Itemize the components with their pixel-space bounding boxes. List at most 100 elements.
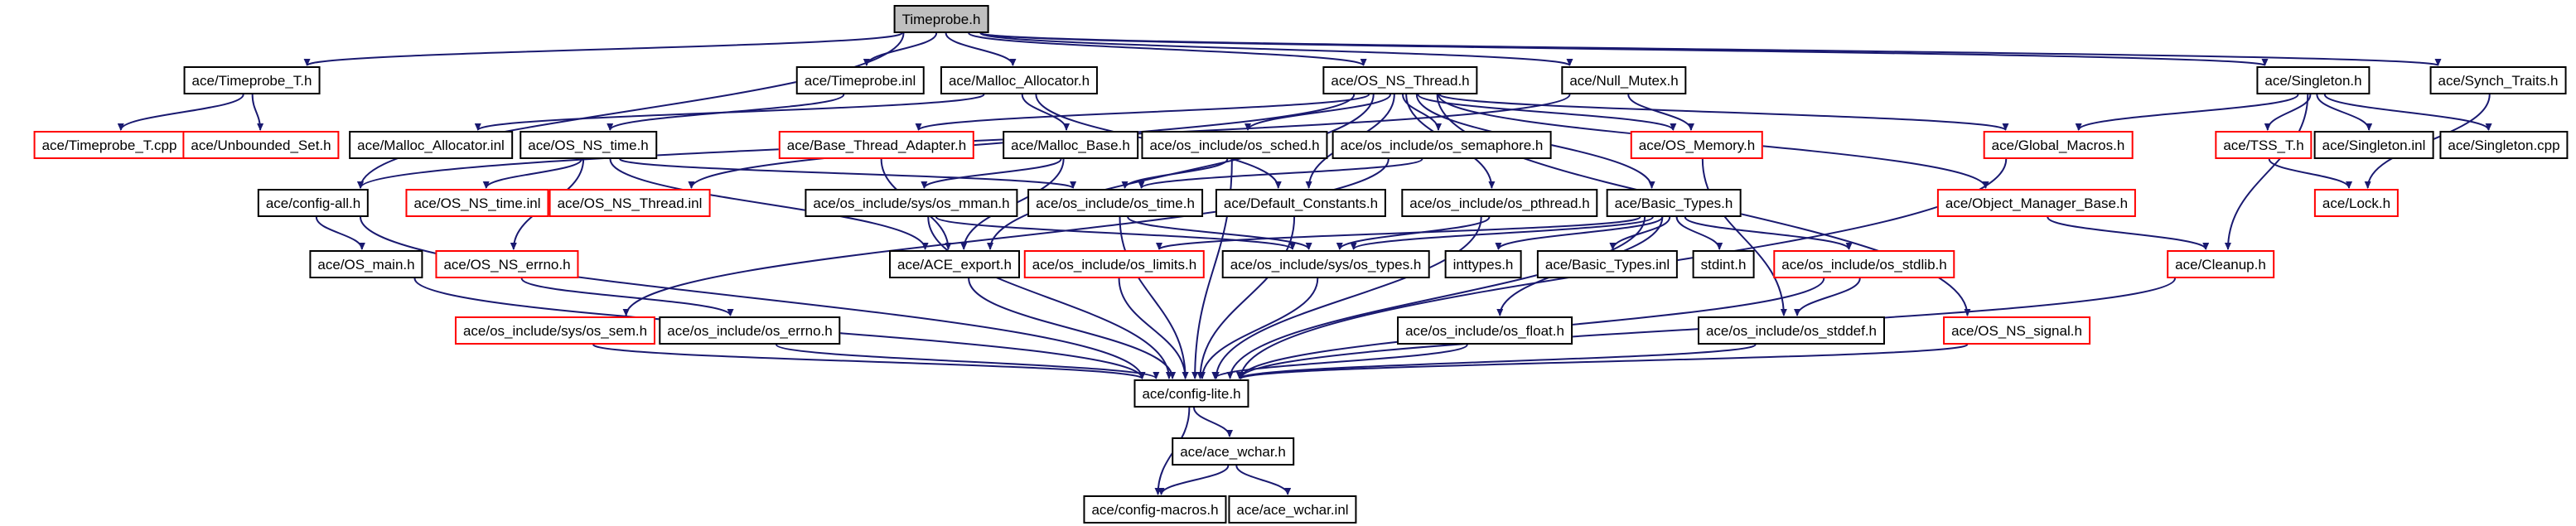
graph-edge-os_sched_h-to-os_time_h: [1121, 158, 1229, 189]
graph-node-label: ace/OS_NS_Thread.inl: [557, 195, 703, 211]
graph-node-lock_h[interactable]: ace/Lock.h: [2313, 189, 2400, 217]
graph-edge-os_semaphore_h-to-sys_os_sem_h: [622, 158, 1389, 316]
graph-node-os_main_h[interactable]: ace/OS_main.h: [309, 250, 423, 278]
graph-node-timeprobe_t_h[interactable]: ace/Timeprobe_T.h: [183, 66, 321, 94]
graph-node-os_ns_signal_h[interactable]: ace/OS_NS_signal.h: [1943, 316, 2090, 345]
graph-node-config_all_h[interactable]: ace/config-all.h: [257, 189, 370, 217]
graph-edge-config_all_h-to-os_main_h: [315, 216, 365, 250]
graph-edge-basic_types_h-to-inttypes_h: [1495, 216, 1664, 250]
graph-edge-basic_types_h-to-os_stdlib_h: [1684, 216, 1853, 250]
graph-node-basic_types_h[interactable]: ace/Basic_Types.h: [1606, 189, 1742, 217]
graph-edge-os_stddef_h-to-config_lite_h: [1236, 344, 1757, 379]
graph-node-label: ace/OS_NS_signal.h: [1951, 322, 2082, 339]
graph-node-malloc_allocator_h[interactable]: ace/Malloc_Allocator.h: [940, 66, 1099, 94]
graph-node-label: ace/os_include/os_float.h: [1405, 322, 1564, 339]
graph-node-basic_types_inl[interactable]: ace/Basic_Types.inl: [1536, 250, 1679, 278]
graph-node-label: ace/OS_NS_errno.h: [443, 256, 571, 273]
graph-edge-basic_types_h-to-config_lite_h: [1226, 216, 1646, 379]
graph-edge-os_float_h-to-config_lite_h: [1211, 344, 1468, 379]
graph-node-label: ace/OS_Memory.h: [1638, 137, 1756, 153]
graph-node-label: ace/Singleton.inl: [2322, 137, 2426, 153]
graph-node-label: ace/os_include/os_time.h: [1036, 195, 1195, 211]
graph-node-malloc_allocator_inl[interactable]: ace/Malloc_Allocator.inl: [349, 131, 513, 159]
graph-node-malloc_base_h[interactable]: ace/Malloc_Base.h: [1003, 131, 1138, 159]
graph-node-label: ace/os_include/sys/os_mman.h: [813, 195, 1010, 211]
graph-node-os_stddef_h[interactable]: ace/os_include/os_stddef.h: [1697, 316, 1886, 345]
graph-node-os_ns_thread_inl[interactable]: ace/OS_NS_Thread.inl: [549, 189, 711, 217]
graph-node-timeprobe_inl[interactable]: ace/Timeprobe.inl: [795, 66, 925, 94]
graph-edge-sys_os_types_h-to-config_lite_h: [1198, 277, 1319, 379]
graph-node-unbounded_set_h[interactable]: ace/Unbounded_Set.h: [182, 131, 340, 159]
graph-node-label: ace/OS_NS_Thread.h: [1331, 72, 1470, 89]
graph-edge-timeprobe_h-to-null_mutex_h: [979, 32, 1573, 66]
graph-node-os_ns_thread_h[interactable]: ace/OS_NS_Thread.h: [1322, 66, 1478, 94]
graph-node-sys_os_sem_h[interactable]: ace/os_include/sys/os_sem.h: [454, 316, 656, 345]
graph-node-singleton_h[interactable]: ace/Singleton.h: [2256, 66, 2371, 94]
graph-edge-os_errno_h-to-config_lite_h: [775, 344, 1160, 379]
graph-node-config_lite_h[interactable]: ace/config-lite.h: [1133, 379, 1249, 408]
graph-node-sys_os_mman_h[interactable]: ace/os_include/sys/os_mman.h: [805, 189, 1018, 217]
graph-node-synch_traits_h[interactable]: ace/Synch_Traits.h: [2429, 66, 2567, 94]
graph-node-cleanup_h[interactable]: ace/Cleanup.h: [2167, 250, 2274, 278]
graph-node-ace_wchar_h[interactable]: ace/ace_wchar.h: [1172, 437, 1294, 466]
graph-edge-timeprobe_h-to-timeprobe_t_h: [303, 32, 903, 66]
graph-node-inttypes_h[interactable]: inttypes.h: [1444, 250, 1522, 278]
graph-node-ace_export_h[interactable]: ace/ACE_export.h: [889, 250, 1020, 278]
graph-node-stdint_h[interactable]: stdint.h: [1692, 250, 1755, 278]
graph-node-os_ns_errno_h[interactable]: ace/OS_NS_errno.h: [435, 250, 579, 278]
graph-node-label: ace/Malloc_Allocator.h: [948, 72, 1090, 89]
graph-node-sys_os_types_h[interactable]: ace/os_include/sys/os_types.h: [1221, 250, 1430, 278]
graph-node-os_errno_h[interactable]: ace/os_include/os_errno.h: [659, 316, 841, 345]
graph-node-default_constants_h[interactable]: ace/Default_Constants.h: [1215, 189, 1387, 217]
graph-edge-config_all_h-to-config_lite_h: [360, 216, 1146, 379]
graph-node-label: ace/os_include/os_semaphore.h: [1340, 137, 1544, 153]
graph-edge-os_ns_time_h-to-ace_export_h: [609, 158, 929, 250]
graph-node-os_time_h[interactable]: ace/os_include/os_time.h: [1027, 189, 1203, 217]
graph-node-label: ace/Basic_Types.h: [1614, 195, 1733, 211]
graph-node-singleton_inl[interactable]: ace/Singleton.inl: [2313, 131, 2434, 159]
graph-node-os_sched_h[interactable]: ace/os_include/os_sched.h: [1141, 131, 1328, 159]
graph-node-timeprobe_h[interactable]: Timeprobe.h: [893, 5, 989, 33]
graph-node-tss_t_h[interactable]: ace/TSS_T.h: [2215, 131, 2313, 159]
graph-edge-malloc_allocator_h-to-malloc_allocator_inl: [475, 94, 985, 131]
graph-node-label: ace/ace_wchar.h: [1180, 443, 1286, 460]
graph-node-timeprobe_t_cpp[interactable]: ace/Timeprobe_T.cpp: [33, 131, 186, 159]
graph-node-ace_wchar_inl[interactable]: ace/ace_wchar.inl: [1228, 495, 1357, 524]
graph-edge-os_ns_thread_h-to-os_memory_h: [1417, 94, 1677, 131]
graph-node-label: ace/os_include/os_pthread.h: [1409, 195, 1590, 211]
graph-edge-sys_os_mman_h-to-config_lite_h: [927, 216, 1172, 379]
graph-node-os_ns_time_h[interactable]: ace/OS_NS_time.h: [520, 131, 657, 159]
graph-edge-null_mutex_h-to-os_memory_h: [1627, 94, 1694, 131]
graph-edge-singleton_h-to-tss_t_h: [2264, 94, 2312, 131]
graph-edge-ace_wchar_h-to-ace_wchar_inl: [1235, 465, 1292, 495]
graph-edge-timeprobe_h-to-config_all_h: [357, 32, 905, 189]
graph-node-os_limits_h[interactable]: ace/os_include/os_limits.h: [1023, 250, 1206, 278]
graph-node-base_thread_adapter_h[interactable]: ace/Base_Thread_Adapter.h: [778, 131, 975, 159]
graph-node-singleton_cpp[interactable]: ace/Singleton.cpp: [2439, 131, 2569, 159]
graph-node-label: ace/config-lite.h: [1142, 385, 1241, 402]
graph-edge-object_manager_base_h-to-cleanup_h: [2047, 216, 2210, 250]
graph-edge-config_lite_h-to-ace_wchar_h: [1193, 407, 1233, 437]
graph-edge-basic_types_h-to-os_limits_h: [1156, 216, 1641, 250]
graph-node-object_manager_base_h[interactable]: ace/Object_Manager_Base.h: [1936, 189, 2137, 217]
graph-edge-tss_t_h-to-lock_h: [2268, 158, 2352, 189]
graph-node-config_macros_h[interactable]: ace/config-macros.h: [1083, 495, 1227, 524]
graph-edge-os_time_h-to-config_lite_h: [1119, 216, 1189, 379]
graph-edge-singleton_h-to-singleton_cpp: [2323, 94, 2492, 131]
graph-node-os_float_h[interactable]: ace/os_include/os_float.h: [1397, 316, 1573, 345]
graph-edge-os_memory_h-to-os_stddef_h: [1701, 158, 1787, 316]
graph-node-label: ace/Singleton.h: [2264, 72, 2362, 89]
graph-node-label: ace/os_include/os_errno.h: [667, 322, 833, 339]
graph-node-label: ace/Malloc_Base.h: [1011, 137, 1130, 153]
graph-node-os_stdlib_h[interactable]: ace/os_include/os_stdlib.h: [1773, 250, 1955, 278]
graph-node-null_mutex_h[interactable]: ace/Null_Mutex.h: [1561, 66, 1687, 94]
graph-node-os_ns_time_inl[interactable]: ace/OS_NS_time.inl: [405, 189, 549, 217]
graph-node-os_pthread_h[interactable]: ace/os_include/os_pthread.h: [1401, 189, 1598, 217]
graph-edge-os_ns_time_h-to-os_time_h: [619, 158, 1076, 189]
graph-node-global_macros_h[interactable]: ace/Global_Macros.h: [1983, 131, 2134, 159]
graph-node-os_semaphore_h[interactable]: ace/os_include/os_semaphore.h: [1331, 131, 1552, 159]
graph-node-os_memory_h[interactable]: ace/OS_Memory.h: [1630, 131, 1764, 159]
graph-node-label: ace/ACE_export.h: [897, 256, 1012, 273]
graph-edge-timeprobe_h-to-synch_traits_h: [979, 32, 2441, 66]
